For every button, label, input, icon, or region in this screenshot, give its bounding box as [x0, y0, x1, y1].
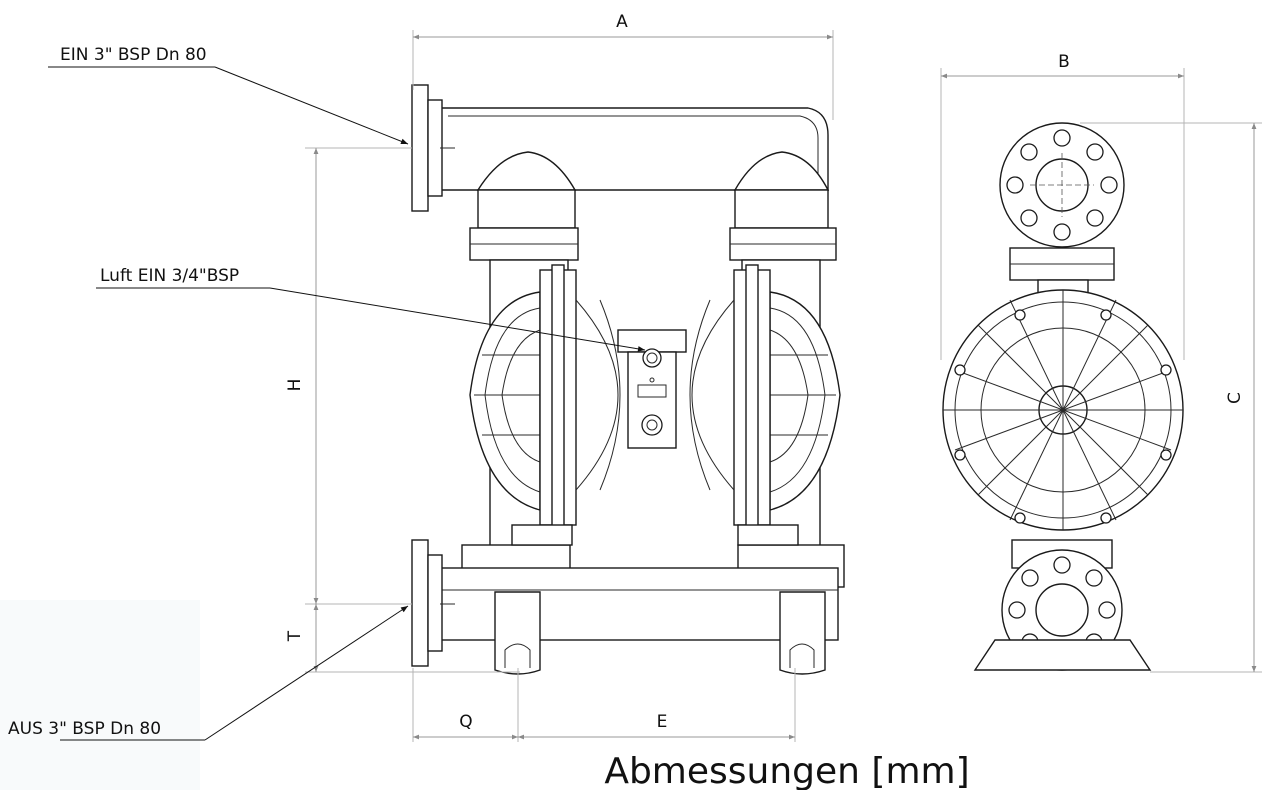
right-diaphragm-cover	[769, 291, 841, 511]
background-shade	[0, 600, 200, 790]
dimension-lines	[305, 30, 1262, 742]
callout-air-inlet: Luft EIN 3/4"BSP	[96, 266, 646, 352]
callout-inlet-label: EIN 3" BSP Dn 80	[60, 45, 207, 65]
left-foot	[494, 591, 541, 675]
right-foot	[779, 591, 826, 675]
drawing-title: Abmessungen [mm]	[604, 751, 969, 790]
pump-side-view	[942, 122, 1184, 671]
dim-label-e: E	[657, 712, 668, 732]
dim-label-a: A	[616, 12, 628, 32]
air-inlet-port	[642, 348, 662, 368]
inlet-flange	[411, 84, 429, 212]
callout-air-inlet-label: Luft EIN 3/4"BSP	[100, 266, 239, 286]
dim-label-q: Q	[459, 712, 472, 732]
dim-label-c: C	[1225, 392, 1245, 404]
side-base-plate	[973, 639, 1152, 671]
callout-outlet-label: AUS 3" BSP Dn 80	[8, 719, 161, 739]
dim-label-h: H	[285, 379, 305, 392]
dim-label-t: T	[285, 630, 305, 642]
left-diaphragm-cover	[469, 291, 541, 511]
outlet-flange	[411, 539, 429, 667]
callout-outlet: AUS 3" BSP Dn 80	[8, 605, 409, 741]
pump-front-view	[411, 84, 845, 675]
dim-label-b: B	[1058, 52, 1070, 72]
callout-inlet: EIN 3" BSP Dn 80	[48, 45, 409, 145]
